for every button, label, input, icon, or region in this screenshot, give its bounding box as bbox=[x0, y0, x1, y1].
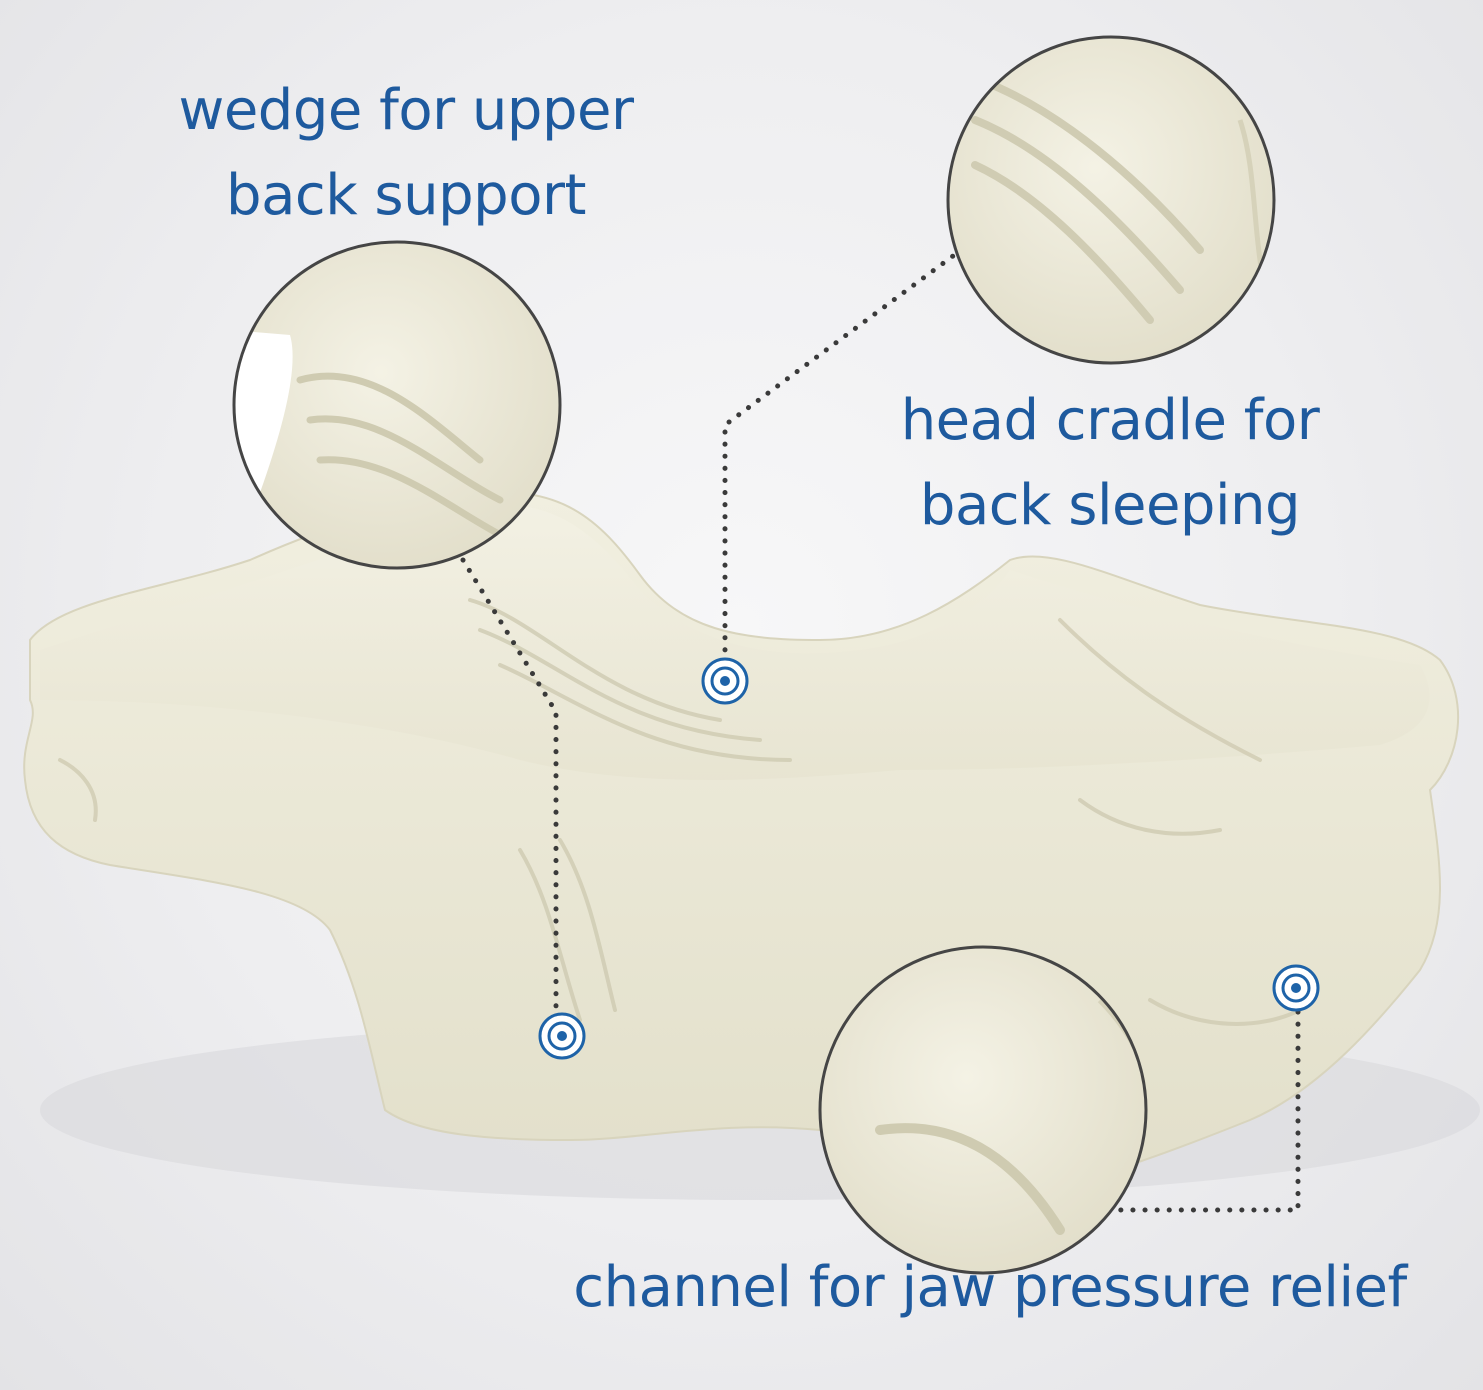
label-line: back sleeping bbox=[919, 473, 1301, 539]
label-line: channel for jaw pressure relief bbox=[573, 1255, 1407, 1320]
label-head-cradle: head cradle for back sleeping bbox=[830, 378, 1390, 548]
label-wedge-upper-back-support: wedge for upper back support bbox=[0, 68, 812, 238]
label-line: back support bbox=[226, 163, 586, 229]
leader-lines bbox=[460, 210, 1301, 1213]
lens-cradle bbox=[946, 35, 1276, 365]
target-icon bbox=[701, 657, 749, 705]
label-jaw-channel: channel for jaw pressure relief bbox=[540, 1245, 1440, 1330]
target-icon bbox=[538, 1012, 586, 1060]
target-icon bbox=[1272, 964, 1320, 1012]
label-line: wedge for upper bbox=[178, 78, 634, 143]
leader-line-cradle bbox=[722, 210, 1014, 658]
leader-line-wedge bbox=[460, 557, 559, 1013]
lens-wedge bbox=[232, 240, 562, 570]
pillow-top-surface bbox=[40, 503, 1430, 780]
label-line: head cradle for bbox=[900, 388, 1320, 453]
